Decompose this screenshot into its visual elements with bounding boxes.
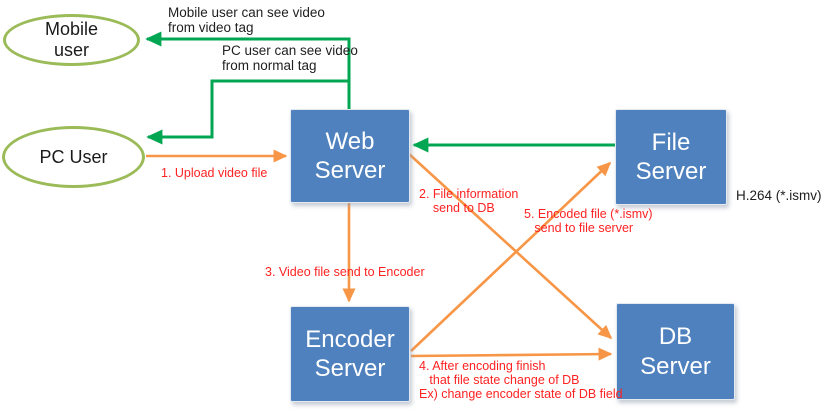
step1-upload-label: 1. Upload video file bbox=[161, 166, 268, 180]
arrow-web-to-mobile bbox=[145, 31, 351, 109]
arrow-encoded-to-fileserver bbox=[410, 161, 612, 352]
step5-encoded-file-label: 5. Encoded file (*.ismv) send to file se… bbox=[524, 207, 653, 235]
mobile-user-label: Mobile user bbox=[44, 19, 99, 60]
pc-user-label: PC User bbox=[39, 146, 108, 167]
mobile-video-tag-note: Mobile user can see video from video tag bbox=[168, 5, 325, 36]
arrow-encoder-to-db bbox=[410, 347, 613, 361]
mobile-user-ellipse: Mobile user bbox=[3, 14, 140, 66]
step4-encoding-finish-label: 4. After encoding finish that file state… bbox=[419, 359, 623, 401]
db-server-box: DB Server bbox=[616, 303, 735, 400]
step3-video-send-label: 3. Video file send to Encoder bbox=[265, 265, 425, 279]
pc-normal-tag-note: PC user can see video from normal tag bbox=[222, 43, 358, 74]
web-server-box: Web Server bbox=[290, 109, 410, 203]
pc-user-ellipse: PC User bbox=[2, 126, 145, 188]
arrow-fileinfo-to-db bbox=[408, 153, 613, 340]
h264-format-note: H.264 (*.ismv) bbox=[736, 188, 822, 203]
web-server-label: Web Server bbox=[314, 127, 386, 184]
db-server-label: DB Server bbox=[640, 323, 711, 380]
encoder-server-box: Encoder Server bbox=[290, 306, 410, 402]
arrow-web-to-pc bbox=[146, 79, 349, 145]
step2-fileinfo-label: 2. File information send to DB bbox=[419, 187, 519, 215]
file-server-label: File Server bbox=[635, 128, 707, 185]
encoder-server-label: Encoder Server bbox=[305, 325, 395, 382]
file-server-box: File Server bbox=[615, 109, 727, 205]
